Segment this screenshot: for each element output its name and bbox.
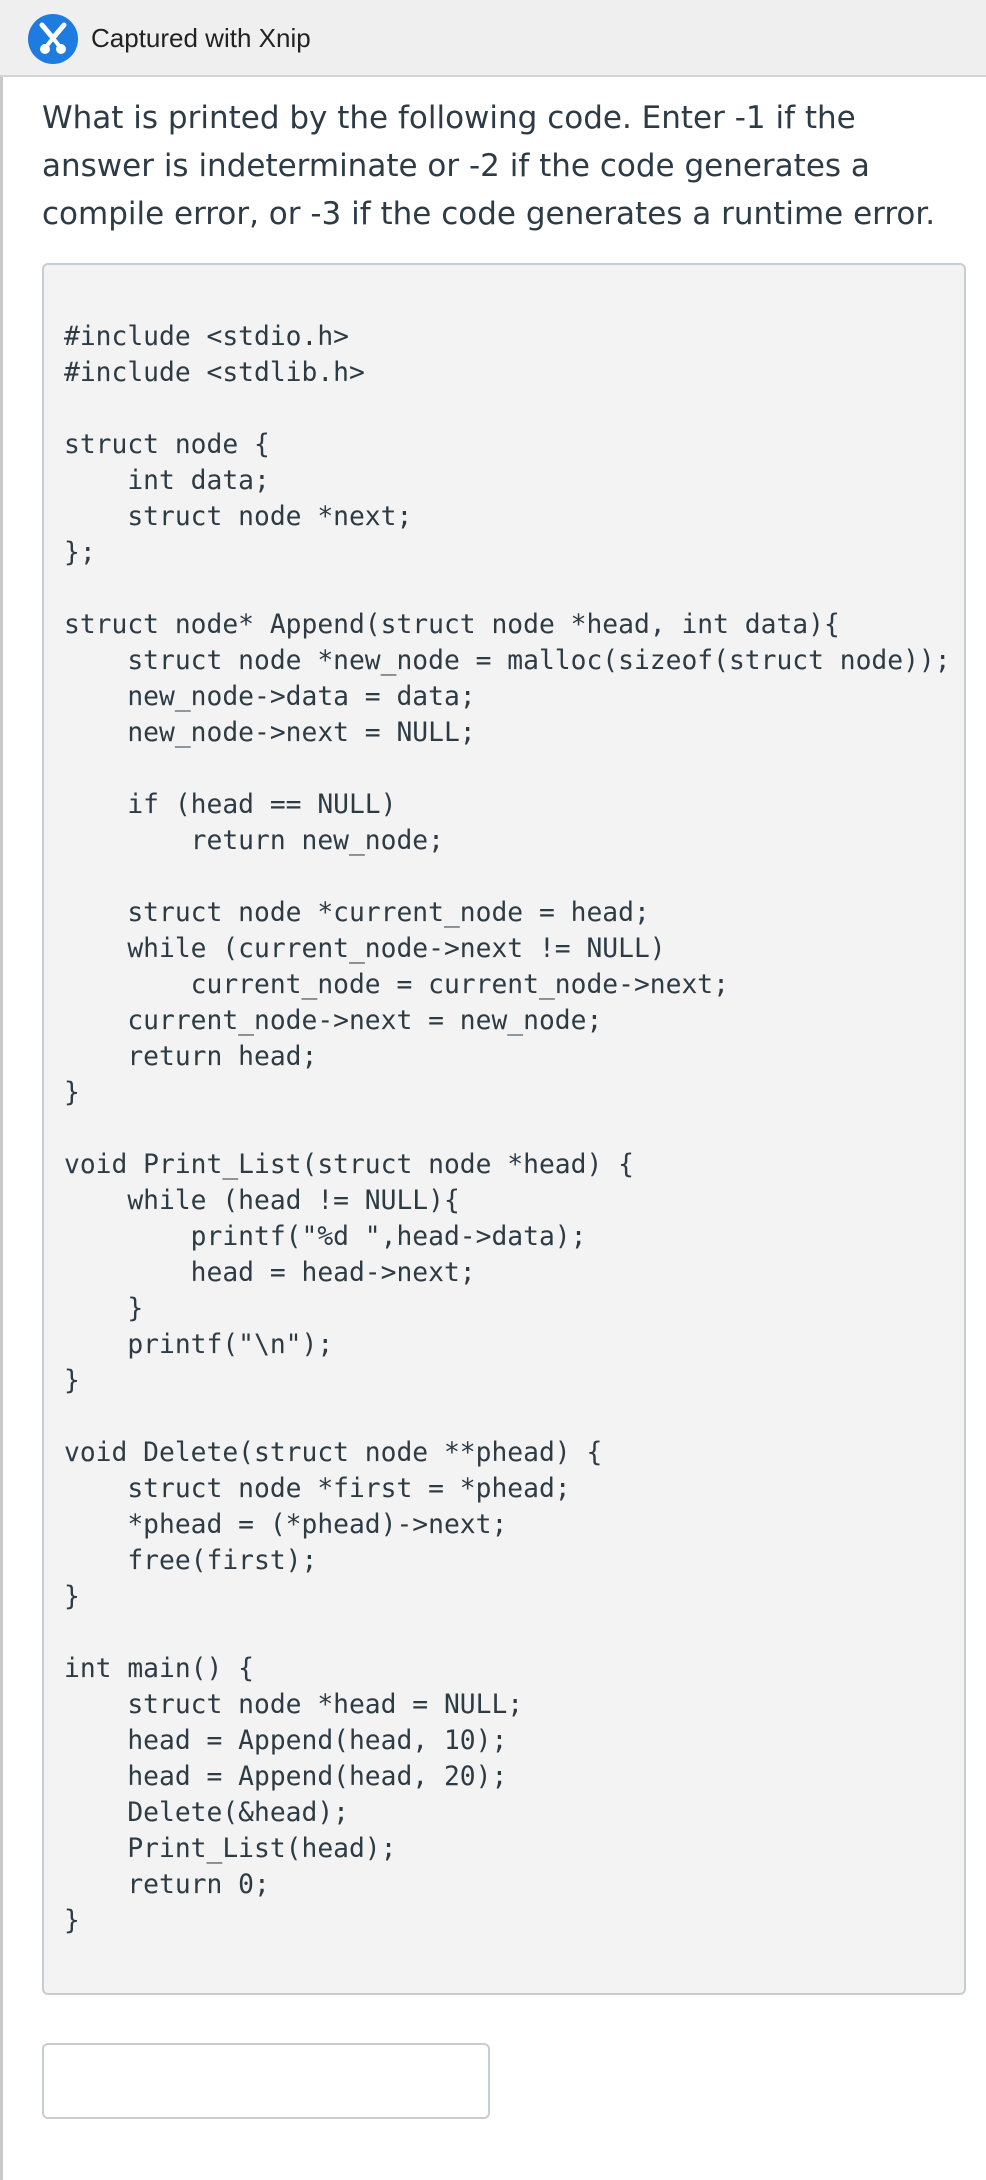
- code-line: current_node = current_node->next;: [64, 970, 729, 1000]
- code-line: struct node *head = NULL;: [64, 1690, 524, 1720]
- code-line: Print_List(head);: [64, 1834, 397, 1864]
- code-line: struct node *current_node = head;: [64, 898, 650, 928]
- code-line: struct node *next;: [64, 502, 413, 532]
- code-line: [64, 751, 964, 787]
- code-line: return head;: [64, 1042, 318, 1072]
- code-line: }: [64, 1366, 80, 1396]
- scissors-icon: [39, 22, 67, 54]
- code-line: new_node->data = data;: [64, 682, 476, 712]
- code-line: return new_node;: [64, 826, 444, 856]
- code-line: struct node {: [64, 430, 270, 460]
- question-prompt: What is printed by the following code. E…: [42, 100, 936, 232]
- answer-input[interactable]: [42, 2043, 490, 2119]
- code-line: Delete(&head);: [64, 1798, 349, 1828]
- code-line: new_node->next = NULL;: [64, 718, 476, 748]
- code-line: printf("\n");: [64, 1330, 334, 1360]
- code-line: while (head != NULL){: [64, 1186, 460, 1216]
- window-titlebar: Captured with Xnip: [0, 0, 986, 77]
- code-line: [64, 571, 964, 607]
- code-line: }: [64, 1906, 80, 1936]
- code-line: #include <stdio.h>: [64, 322, 349, 352]
- code-line: free(first);: [64, 1546, 318, 1576]
- code-line: }: [64, 1078, 80, 1108]
- code-line: void Delete(struct node **phead) {: [64, 1438, 603, 1468]
- code-line: while (current_node->next != NULL): [64, 934, 666, 964]
- code-line: int main() {: [64, 1654, 254, 1684]
- code-line: printf("%d ",head->data);: [64, 1222, 587, 1252]
- window-title: Captured with Xnip: [91, 23, 311, 53]
- code-line: struct node* Append(struct node *head, i…: [64, 610, 840, 640]
- code-line: [64, 391, 964, 427]
- code-line: [64, 859, 964, 895]
- code-line: [64, 1399, 964, 1435]
- code-line: *phead = (*phead)->next;: [64, 1510, 508, 1540]
- code-line: head = Append(head, 20);: [64, 1762, 508, 1792]
- code-line: }: [64, 1582, 80, 1612]
- code-line: };: [64, 538, 96, 568]
- code-line: struct node *first = *phead;: [64, 1474, 571, 1504]
- code-line: int data;: [64, 466, 270, 496]
- code-line: struct node *new_node = malloc(sizeof(st…: [64, 646, 951, 676]
- code-block: #include <stdio.h> #include <stdlib.h> str…: [42, 263, 966, 1995]
- code-listing: #include <stdio.h> #include <stdlib.h> str…: [64, 319, 964, 1939]
- code-line: head = head->next;: [64, 1258, 476, 1288]
- code-line: void Print_List(struct node *head) {: [64, 1150, 634, 1180]
- code-line: current_node->next = new_node;: [64, 1006, 603, 1036]
- code-line: if (head == NULL): [64, 790, 397, 820]
- code-line: #include <stdlib.h>: [64, 358, 365, 388]
- code-line: }: [64, 1294, 144, 1324]
- frame-border: [0, 77, 3, 2180]
- code-line: head = Append(head, 10);: [64, 1726, 508, 1756]
- xnip-logo-icon: [28, 14, 78, 64]
- code-line: [64, 1111, 964, 1147]
- code-line: [64, 1615, 964, 1651]
- code-line: return 0;: [64, 1870, 270, 1900]
